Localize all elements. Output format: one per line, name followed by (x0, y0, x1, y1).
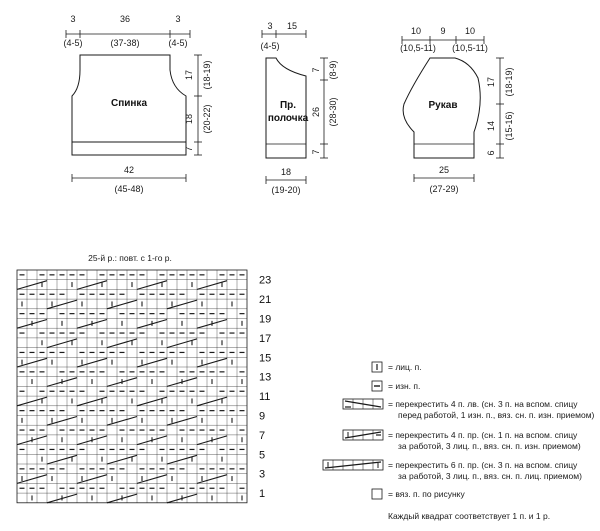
legend-purl-text: = изн. п. (388, 381, 420, 391)
stitch-chart-grid (16, 269, 248, 504)
back-label: Спинка (111, 98, 147, 109)
front-top-dim-left: 3 (267, 21, 272, 31)
legend-cross4-left-symbol (342, 398, 384, 410)
back-top-dim-left: 3 (70, 14, 75, 24)
legend-cross4-right-line1: = перекрестить 4 п. пр. (сн. 1 п. на всп… (388, 430, 578, 440)
sleeve-right-dim-bottom: 6 (486, 150, 496, 155)
back-top-dim-center: 36 (120, 14, 130, 24)
legend-cross6-right-line1: = перекрестить 6 п. пр. (сн. 3 п. на всп… (388, 460, 578, 470)
back-top-dim-left-alt: (4-5) (63, 38, 82, 48)
legend-cross4-left-line1: = перекрестить 4 п. лв. (сн. 3 п. на всп… (388, 399, 578, 409)
legend-note: Каждый квадрат соответствует 1 п. и 1 р. (388, 511, 550, 521)
front-top-dim-right: 15 (287, 21, 297, 31)
front-top-dim-left-alt: (4-5) (260, 41, 279, 51)
sleeve-top-dim-center: 9 (440, 26, 445, 36)
front-right-dim-bottom: 7 (311, 149, 321, 154)
front-schematic: 3 15 (4-5) 7 26 7 (8-9) (28-30) 18 (19-2… (260, 21, 338, 195)
sleeve-bottom-dim-alt: (27-29) (429, 184, 458, 194)
back-right-dim-mid-alt: (20-22) (202, 104, 212, 133)
front-label-line1: Пр. (280, 100, 296, 111)
sleeve-right-dim-mid: 14 (486, 121, 496, 131)
row-number-7: 7 (259, 430, 265, 442)
legend-cross6-right-line2: за работой, 3 лиц. п., вяз. сн. п. лиц. … (398, 471, 582, 481)
back-top-dim-right-alt: (4-5) (168, 38, 187, 48)
row-number-11: 11 (259, 391, 270, 403)
front-outline (265, 57, 307, 159)
front-right-dim-mid: 26 (311, 107, 321, 117)
front-right-dim-top: 7 (311, 67, 321, 72)
back-top-dim-center-alt: (37-38) (110, 38, 139, 48)
front-label-line2: полочка (268, 113, 309, 124)
back-right-dim-top: 17 (184, 70, 194, 80)
front-right-dim-top-alt: (8-9) (328, 60, 338, 79)
back-schematic: 3 36 3 (4-5) (37-38) (4-5) 17 18 7 (18-1… (63, 14, 212, 194)
legend-pattern-text: = вяз. п. по рисунку (388, 489, 465, 499)
row-number-13: 13 (259, 372, 271, 384)
sleeve-right-dim-mid-alt: (15-16) (504, 111, 514, 140)
back-bottom-dim-alt: (45-48) (114, 184, 143, 194)
sleeve-schematic: 10 9 10 (10,5-11) (10,5-11) 17 14 6 (18-… (400, 26, 514, 194)
row-number-21: 21 (259, 294, 271, 306)
sleeve-right-dim-top-alt: (18-19) (504, 67, 514, 96)
sleeve-top-dim-left: 10 (411, 26, 421, 36)
row-number-1: 1 (259, 488, 265, 500)
sleeve-label: Рукав (429, 100, 458, 111)
sleeve-outline (402, 57, 481, 159)
sleeve-top-dim-right: 10 (465, 26, 475, 36)
row-number-19: 19 (259, 314, 271, 326)
sleeve-right-dim-top: 17 (486, 77, 496, 87)
chart-header: 25-й р.: повт. с 1-го р. (88, 253, 172, 263)
front-right-dim-mid-alt: (28-30) (328, 97, 338, 126)
legend-cross4-right-line2: за работой, 3 лиц. п., вяз. сн. п. изн. … (398, 441, 581, 451)
sleeve-top-dim-right-alt: (10,5-11) (452, 43, 488, 53)
back-right-dim-top-alt: (18-19) (202, 60, 212, 89)
legend-knit-text: = лиц. п. (388, 362, 422, 372)
sleeve-bottom-dim: 25 (439, 165, 449, 175)
back-bottom-dim: 42 (124, 165, 134, 175)
row-number-5: 5 (259, 449, 265, 461)
sleeve-top-dim-left-alt: (10,5-11) (400, 43, 436, 53)
row-number-9: 9 (259, 411, 265, 423)
legend-cross6-right-symbol (322, 459, 384, 471)
row-number-15: 15 (259, 352, 271, 364)
legend: = лиц. п. = изн. п. = перекрестить 4 п. … (322, 361, 595, 521)
row-number-3: 3 (259, 469, 265, 481)
legend-pattern-symbol (371, 488, 383, 500)
back-top-dim-right: 3 (175, 14, 180, 24)
front-bottom-dim: 18 (281, 167, 291, 177)
stitch-chart-row-numbers: 23 21 19 17 15 13 11 9 7 5 3 1 (259, 275, 271, 500)
row-number-23: 23 (259, 275, 271, 287)
legend-cross4-right-symbol (342, 429, 384, 441)
back-right-dim-bottom: 7 (184, 146, 194, 151)
back-outline (71, 54, 187, 156)
back-right-dim-mid: 18 (184, 114, 194, 124)
row-number-17: 17 (259, 333, 271, 345)
front-bottom-dim-alt: (19-20) (271, 185, 300, 195)
legend-cross4-left-line2: перед работой, 1 изн. п., вяз. сн. п. из… (398, 410, 595, 420)
